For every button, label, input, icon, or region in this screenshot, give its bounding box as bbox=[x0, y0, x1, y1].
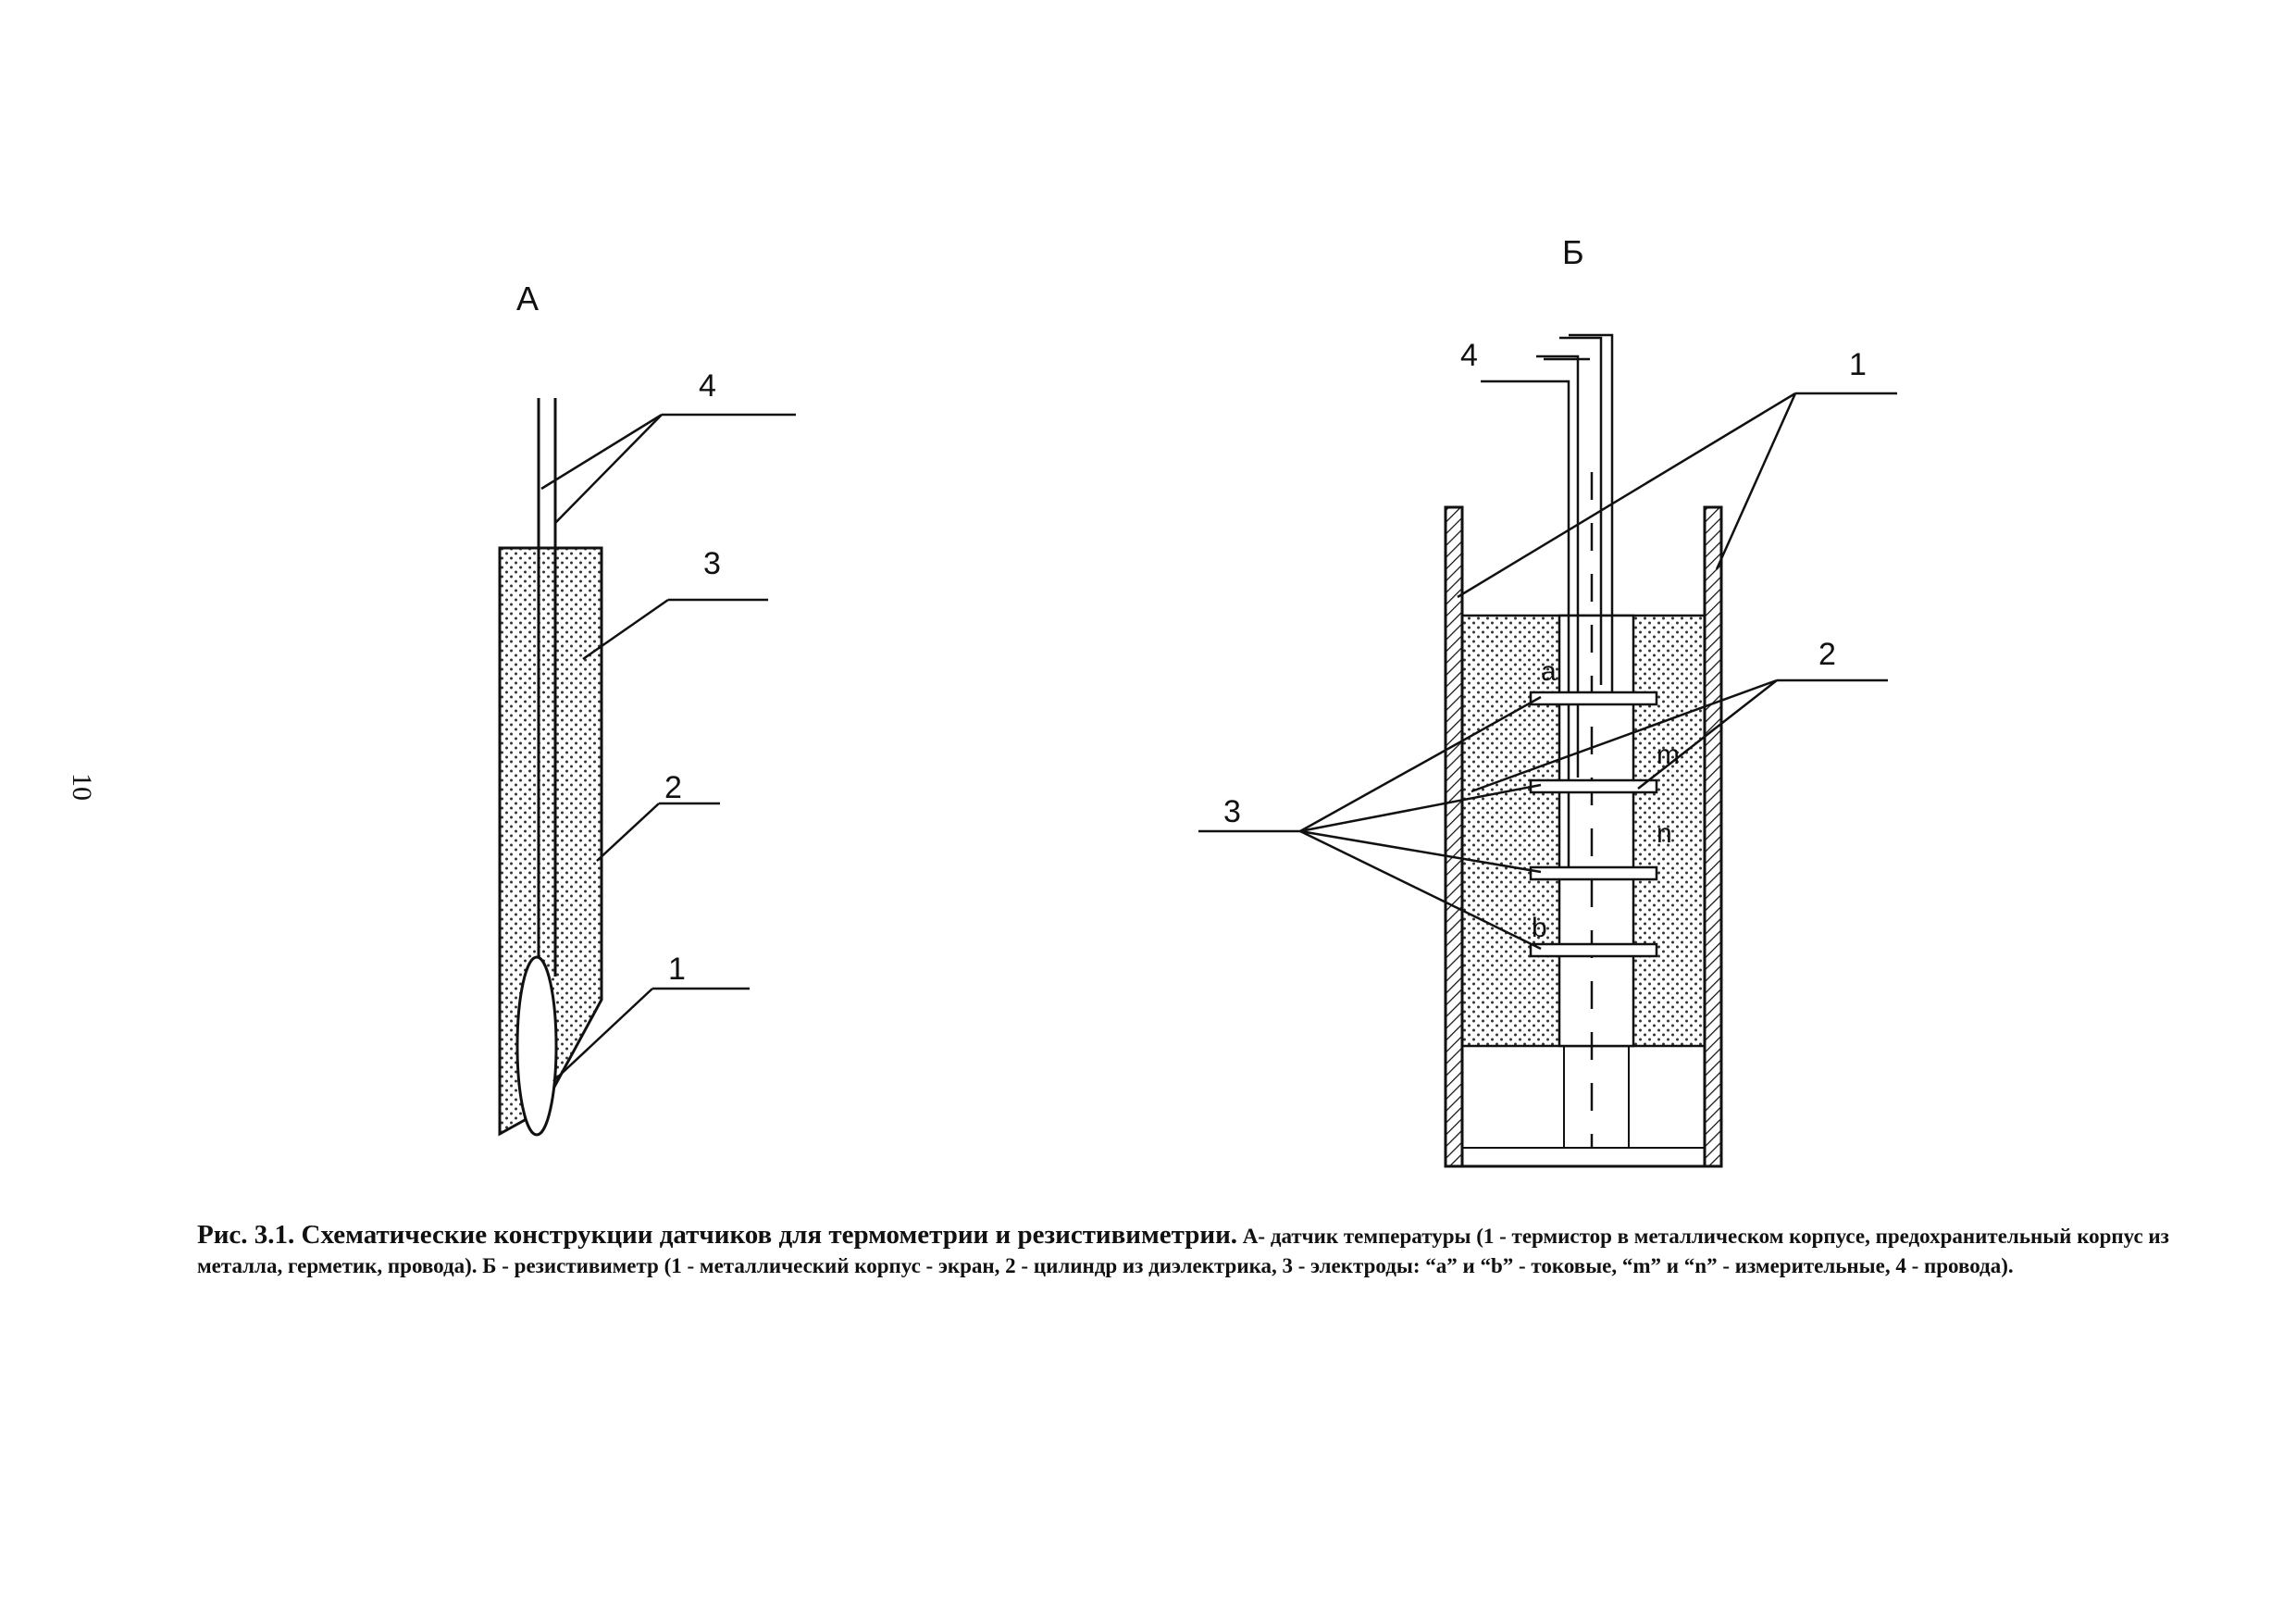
wires-b bbox=[1481, 333, 1614, 879]
diagram-a-leaders bbox=[540, 413, 796, 1082]
page-number: 10 bbox=[67, 773, 97, 801]
central-channel bbox=[1558, 614, 1635, 1048]
diagram-a-title: А bbox=[516, 280, 539, 317]
electrode-n bbox=[1529, 865, 1658, 881]
electrode-label-b: b bbox=[1532, 913, 1547, 943]
diagram-a: А 4 3 2 1 bbox=[498, 280, 796, 1137]
diagram-b: Б bbox=[1198, 233, 1897, 1168]
diagram-b-title: Б bbox=[1562, 233, 1584, 271]
label-a-2: 2 bbox=[664, 770, 682, 805]
electrode-m bbox=[1529, 778, 1658, 794]
caption-head: Рис. 3.1. Схематические конструкции датч… bbox=[197, 1220, 1238, 1250]
label-b-3: 3 bbox=[1223, 794, 1241, 829]
label-b-1: 1 bbox=[1849, 347, 1867, 382]
metal-shell-left bbox=[1444, 505, 1464, 1168]
label-a-3: 3 bbox=[703, 546, 721, 581]
electrode-label-n: n bbox=[1657, 818, 1672, 849]
metal-shell-right bbox=[1703, 505, 1723, 1168]
label-a-1: 1 bbox=[668, 952, 686, 987]
thermistor-sensor bbox=[498, 398, 603, 1137]
label-b-4: 4 bbox=[1460, 338, 1478, 373]
resistivity-meter bbox=[1444, 333, 1723, 1168]
label-b-2: 2 bbox=[1818, 637, 1836, 672]
label-a-4: 4 bbox=[699, 368, 716, 404]
thermistor-ellipse bbox=[515, 955, 558, 1137]
caption-body: А- датчик температуры (1 - термистор в м… bbox=[197, 1225, 2169, 1277]
electrode-b bbox=[1529, 942, 1658, 958]
diagram-b-leaders bbox=[1198, 392, 1897, 951]
electrode-a bbox=[1529, 691, 1658, 706]
figure-caption: Рис. 3.1. Схематические конструкции датч… bbox=[197, 1220, 2196, 1281]
electrode-label-a: a bbox=[1541, 656, 1557, 687]
